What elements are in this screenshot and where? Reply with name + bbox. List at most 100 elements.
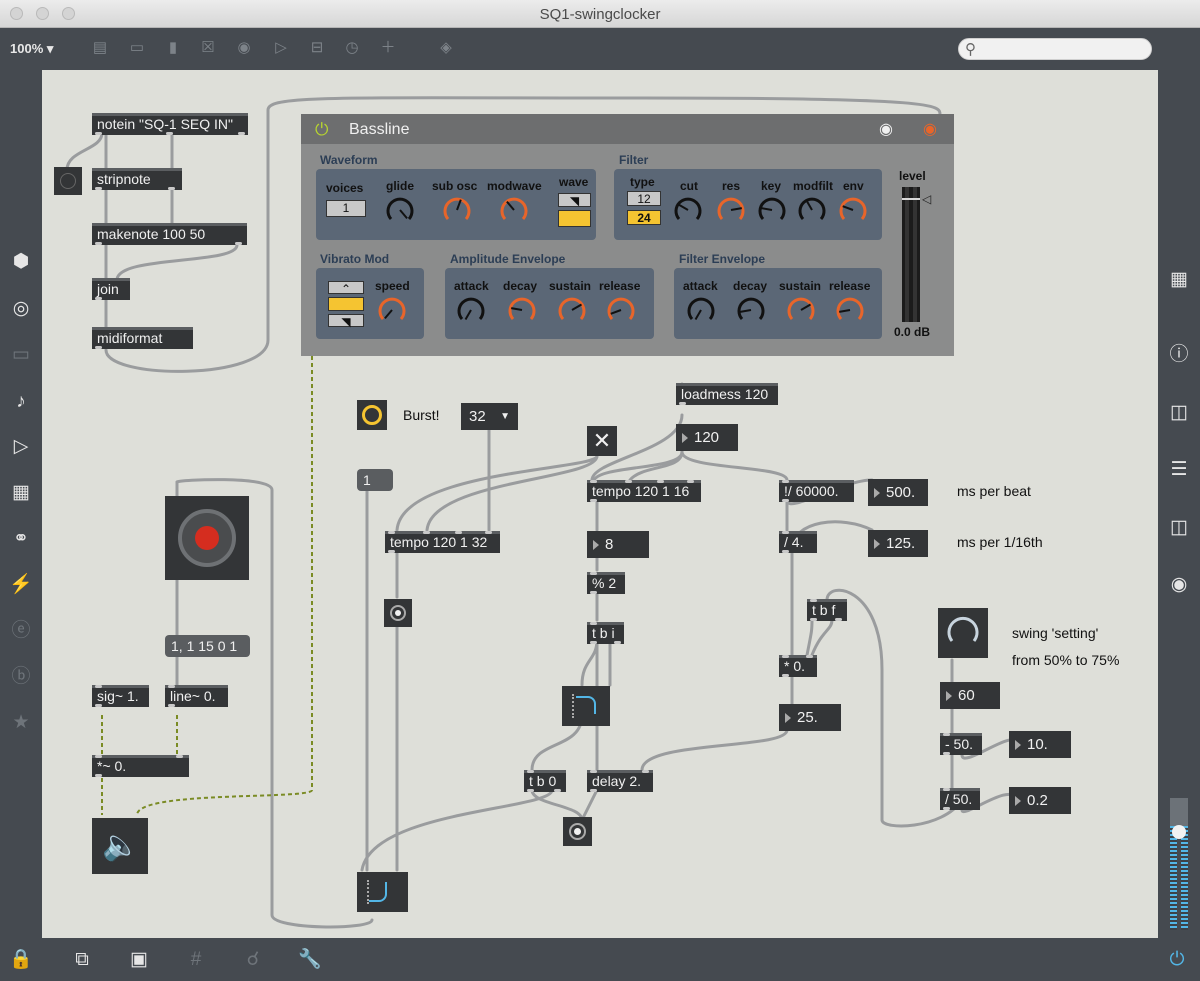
fenv-attack-knob[interactable] bbox=[686, 295, 716, 325]
paperclip-icon[interactable]: ⚭ bbox=[13, 528, 29, 549]
list-icon[interactable]: ☰ bbox=[1170, 459, 1188, 480]
zoom-window-button[interactable] bbox=[62, 7, 75, 20]
grid-snap-icon[interactable]: # bbox=[190, 949, 202, 970]
number-125[interactable]: 125. bbox=[868, 530, 928, 557]
close-window-button[interactable] bbox=[10, 7, 23, 20]
vibrato-saw-button[interactable]: ◥ bbox=[328, 314, 364, 329]
number-10[interactable]: 10. bbox=[1009, 731, 1071, 758]
number-8[interactable]: 8 bbox=[587, 531, 649, 558]
plug-icon[interactable]: ⚡ bbox=[9, 574, 33, 595]
vibrato-square-button[interactable] bbox=[328, 297, 364, 311]
speaker-dac[interactable]: 🔈 bbox=[92, 818, 148, 874]
toggle-x[interactable]: ✕ bbox=[587, 426, 617, 456]
amp-attack-knob[interactable] bbox=[456, 295, 486, 325]
level-meter[interactable] bbox=[902, 187, 920, 322]
tb0-object[interactable]: t b 0 bbox=[524, 770, 566, 792]
burst-button[interactable] bbox=[357, 400, 387, 430]
mod2-object[interactable]: % 2 bbox=[587, 572, 625, 594]
modwave-knob[interactable] bbox=[499, 195, 529, 225]
lock-icon[interactable]: 🔒 bbox=[9, 949, 33, 970]
presentation-icon[interactable]: ▣ bbox=[130, 949, 148, 970]
gate-object[interactable] bbox=[562, 686, 610, 726]
bang-a[interactable] bbox=[384, 599, 412, 627]
windows-icon[interactable]: ⧉ bbox=[75, 949, 89, 970]
ms-per-beat-object[interactable]: !/ 60000. bbox=[779, 480, 854, 502]
tbi-object[interactable]: t b i bbox=[587, 622, 624, 644]
wrench-icon[interactable]: 🔧 bbox=[298, 949, 322, 970]
wave-saw-button[interactable]: ◥ bbox=[558, 193, 591, 208]
message-box-icon[interactable]: ▭ bbox=[129, 39, 145, 56]
add-connection-icon[interactable]: ☌ bbox=[246, 949, 260, 970]
search-input[interactable]: ⚲ bbox=[958, 38, 1152, 60]
key-knob[interactable] bbox=[757, 195, 787, 225]
fenv-decay-knob[interactable] bbox=[736, 295, 766, 325]
add-object-icon[interactable]: ＋ bbox=[380, 39, 396, 56]
sig-object[interactable]: sig~ 1. bbox=[92, 685, 149, 707]
wave-square-button[interactable] bbox=[558, 210, 591, 227]
star-icon[interactable]: ★ bbox=[12, 712, 30, 733]
delay-object[interactable]: delay 2. bbox=[587, 770, 653, 792]
target-icon[interactable]: ◎ bbox=[12, 298, 30, 319]
res-knob[interactable] bbox=[716, 195, 746, 225]
amp-sustain-knob[interactable] bbox=[557, 295, 587, 325]
fenv-release-knob[interactable] bbox=[835, 295, 865, 325]
swing-dial[interactable] bbox=[938, 608, 988, 658]
message-one[interactable]: 1 bbox=[357, 469, 393, 491]
env-knob[interactable] bbox=[838, 195, 868, 225]
dial-object-icon[interactable]: ◷ bbox=[345, 39, 359, 56]
volume-meter[interactable] bbox=[1170, 798, 1188, 930]
reference-icon[interactable]: ◫ bbox=[1170, 517, 1188, 538]
toggle-object[interactable] bbox=[54, 167, 82, 195]
modfilt-knob[interactable] bbox=[797, 195, 827, 225]
tempo-32-object[interactable]: tempo 120 1 32 bbox=[385, 531, 500, 553]
stripnote-object[interactable]: stripnote bbox=[92, 168, 182, 190]
filter-type-24-button[interactable]: 24 bbox=[627, 210, 661, 225]
vibrato-tri-button[interactable]: ⌃ bbox=[328, 281, 364, 296]
power-icon[interactable]: ⏻ bbox=[1169, 949, 1185, 970]
minimize-window-button[interactable] bbox=[36, 7, 49, 20]
notein-object[interactable]: notein "SQ-1 SEQ IN" bbox=[92, 113, 248, 135]
div4-object[interactable]: / 4. bbox=[779, 531, 817, 553]
record-button[interactable] bbox=[165, 496, 249, 580]
info-icon[interactable]: ⓘ bbox=[1169, 344, 1189, 365]
cut-knob[interactable] bbox=[673, 195, 703, 225]
camera-icon[interactable]: ◉ bbox=[1170, 574, 1188, 595]
amp-release-knob[interactable] bbox=[606, 295, 636, 325]
midiformat-object[interactable]: midiformat bbox=[92, 327, 193, 349]
glide-knob[interactable] bbox=[385, 195, 415, 225]
zoom-menu[interactable]: 100% ▾ bbox=[10, 41, 54, 56]
device-power-icon[interactable]: ⏻ bbox=[315, 120, 329, 139]
vimeo-icon[interactable]: ⓔ bbox=[11, 620, 31, 641]
comment-icon[interactable]: ▮ bbox=[168, 39, 178, 56]
mul-sig-object[interactable]: *~ 0. bbox=[92, 755, 189, 777]
bassline-device[interactable]: ⏻ Bassline ◉ ◉ Waveform Filter voices 1 … bbox=[301, 114, 954, 356]
object-box-icon[interactable]: ▤ bbox=[92, 39, 108, 56]
mul-object[interactable]: * 0. bbox=[779, 655, 817, 677]
package-icon[interactable]: ⬢ bbox=[12, 251, 30, 272]
tempo-16-object[interactable]: tempo 120 1 16 bbox=[587, 480, 701, 502]
line-message[interactable]: 1, 1 15 0 1 bbox=[165, 635, 250, 657]
number-60[interactable]: 60 bbox=[940, 682, 1000, 709]
bang-b[interactable] bbox=[563, 817, 592, 846]
film-icon[interactable]: ▭ bbox=[12, 344, 30, 365]
switch-object[interactable] bbox=[357, 872, 408, 912]
number-02[interactable]: 0.2 bbox=[1009, 787, 1071, 814]
fenv-sustain-knob[interactable] bbox=[786, 295, 816, 325]
div50-object[interactable]: / 50. bbox=[940, 788, 980, 810]
playlist-icon[interactable]: ▷ bbox=[13, 436, 29, 457]
speed-knob[interactable] bbox=[377, 295, 407, 325]
toggle-icon[interactable]: ☒ bbox=[201, 39, 215, 56]
patcher-canvas[interactable]: notein "SQ-1 SEQ IN" stripnote makenote … bbox=[42, 70, 1158, 938]
music-note-icon[interactable]: ♪ bbox=[16, 391, 26, 412]
amp-decay-knob[interactable] bbox=[507, 295, 537, 325]
image-icon[interactable]: ▦ bbox=[12, 482, 30, 503]
number-120[interactable]: 120 bbox=[676, 424, 738, 451]
grid-icon[interactable]: ▦ bbox=[1170, 269, 1188, 290]
minus50-object[interactable]: - 50. bbox=[940, 733, 982, 755]
line-sig-object[interactable]: line~ 0. bbox=[165, 685, 228, 707]
slider-object-icon[interactable]: ⊟ bbox=[310, 39, 324, 56]
number-500[interactable]: 500. bbox=[868, 479, 928, 506]
divisor-menu[interactable]: 32▼ bbox=[461, 403, 518, 430]
play-object-icon[interactable]: ▷ bbox=[275, 39, 287, 56]
voices-number[interactable]: 1 bbox=[326, 200, 366, 217]
